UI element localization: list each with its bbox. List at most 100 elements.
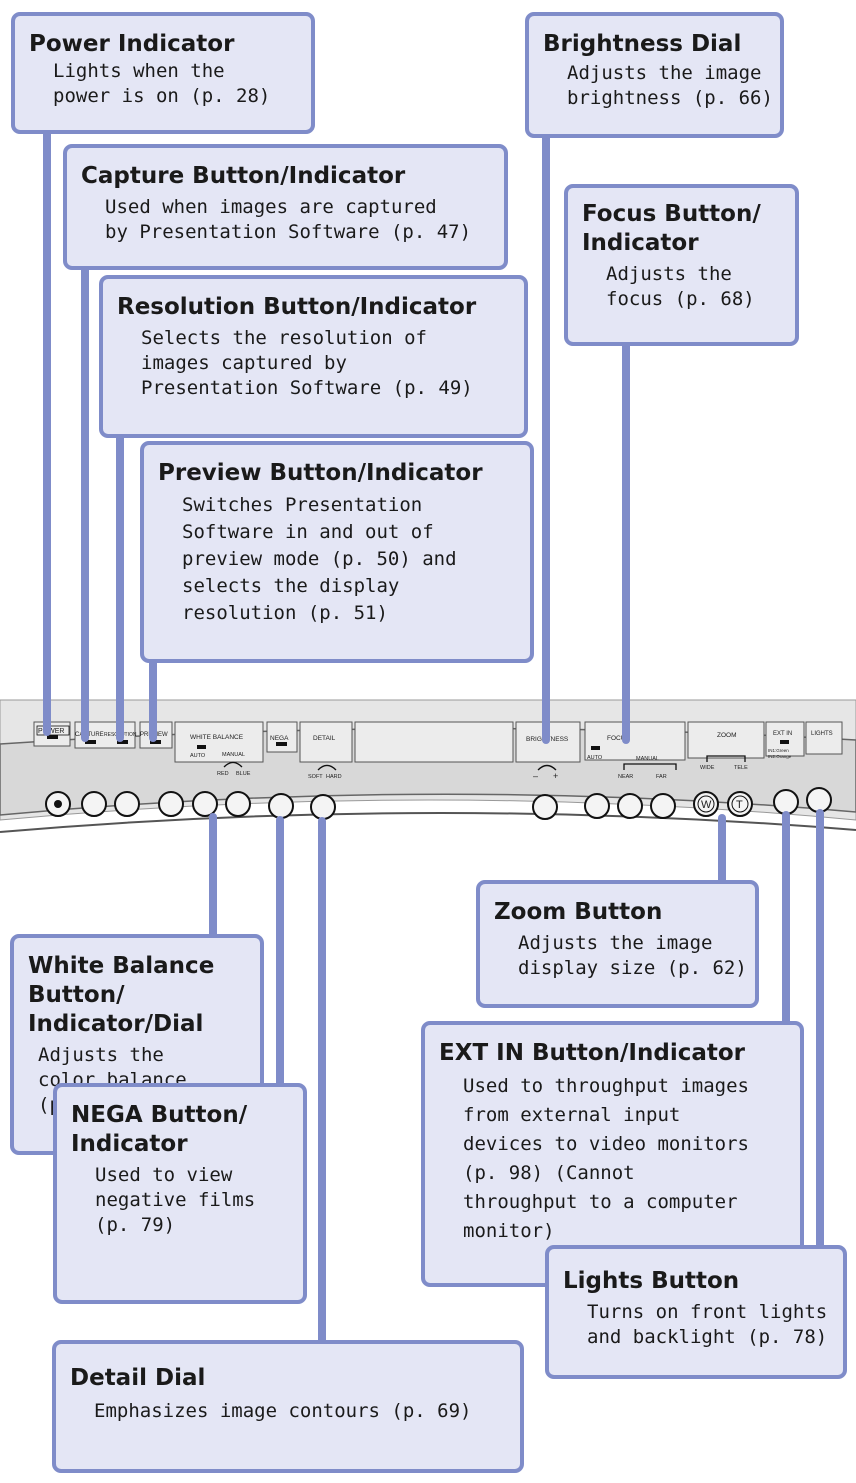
callout-body: Adjusts the focus (p. 68) [606,263,755,310]
panel-label-lights: LIGHTS [811,731,833,737]
callout-body: Adjusts the image display size (p. 62) [518,932,747,979]
panel-label-power: POWER [38,728,64,735]
callout-title: Focus Button/ Indicator [582,201,761,256]
callout-title: Power Indicator [29,31,235,57]
panel-label-white-balance: WHITE BALANCE [190,734,244,741]
panel-block-nega [266,721,298,753]
callout-title: NEGA Button/ Indicator [71,1102,248,1157]
focus-auto-led [591,746,600,750]
callout-body: Adjusts the image brightness (p. 66) [567,62,773,109]
white-balance-button-left[interactable] [192,791,218,817]
callout-focus-button: Focus Button/ Indicator Adjusts the focu… [564,184,799,346]
panel-block-blank [354,721,514,763]
panel-label-wide: WIDE [700,765,715,771]
zoom-tele-inner [731,795,749,813]
panel-label-nega: NEGA [270,735,289,742]
panel-label-near: NEAR [618,774,633,780]
brightness-dial-arc [537,764,557,771]
callout-lights-button: Lights Button Turns on front lights and … [545,1245,847,1379]
callout-title: Preview Button/Indicator [158,460,483,486]
panel-edge [0,812,856,833]
nega-button[interactable] [268,793,294,819]
panel-block-focus [584,721,686,761]
callout-title: Resolution Button/Indicator [117,294,477,320]
callout-nega-button: NEGA Button/ Indicator Used to view nega… [53,1083,307,1304]
panel-block-detail [299,721,353,763]
focus-button-middle[interactable] [617,793,643,819]
preview-button[interactable] [158,791,184,817]
panel-label-zoom: ZOOM [717,732,737,739]
zoom-w-letter: W [701,799,712,811]
zoom-bracket [706,755,746,762]
panel-block-ext-in [765,721,805,757]
capture-button[interactable] [81,791,107,817]
callout-body: Selects the resolution of images capture… [141,327,473,399]
callout-body: Turns on front lights and backlight (p. … [587,1301,828,1348]
callout-body: Switches Presentation Software in and ou… [182,494,457,624]
white-balance-button-right[interactable] [225,791,251,817]
brightness-dial-button[interactable] [532,794,558,820]
focus-button-left[interactable] [584,793,610,819]
zoom-t-letter: T [736,799,743,811]
callout-title: Brightness Dial [543,31,742,57]
panel-label-minus: – [533,771,538,781]
callout-body: Lights when the power is on (p. 28) [53,60,271,107]
ext-in-indicator-led [780,740,789,744]
callout-body: Used to throughput images from external … [463,1075,749,1242]
callout-title: Zoom Button [494,899,663,925]
callout-title: EXT IN Button/Indicator [439,1040,745,1066]
callout-title: Lights Button [563,1268,740,1294]
callout-preview-button: Preview Button/Indicator Switches Presen… [140,441,534,663]
resolution-indicator-led [117,740,128,744]
callout-detail-dial: Detail Dial Emphasizes image contours (p… [52,1340,524,1473]
callout-body: Emphasizes image contours (p. 69) [94,1400,472,1422]
capture-indicator-led [85,740,96,744]
panel-label-in2: IN2:Orange [768,754,792,759]
panel-label-wb-manual: MANUAL [222,752,245,758]
lights-button[interactable] [806,787,832,813]
panel-label-focus: FOCUS [607,735,630,742]
focus-manual-bracket [623,763,677,770]
panel-label-focus-auto: AUTO [587,755,603,761]
panel-label-tele: TELE [734,765,748,771]
power-button-dot [54,800,62,808]
zoom-wide-inner [697,795,715,813]
detail-dial-arc [317,764,337,771]
panel-label-plus: + [553,771,558,781]
panel-label-far: FAR [656,774,667,780]
callout-brightness-dial: Brightness Dial Adjusts the image bright… [525,12,784,138]
detail-dial-button[interactable] [310,794,336,820]
callout-title: Capture Button/Indicator [81,163,406,189]
ext-in-button[interactable] [773,789,799,815]
panel-label-in1: IN1:Green [768,748,789,753]
panel-block-zoom [687,721,765,759]
preview-indicator-led [150,740,161,744]
callout-title: Detail Dial [70,1365,206,1391]
panel-label-focus-manual: MANUAL [636,756,659,762]
callout-title: White Balance Button/ Indicator/Dial [28,953,215,1037]
panel-label-hard: HARD [326,774,342,780]
focus-button-right[interactable] [650,793,676,819]
callout-zoom-button: Zoom Button Adjusts the image display si… [476,880,759,1008]
panel-block-white-balance [174,721,264,763]
panel-label-soft: SOFT [308,774,323,780]
panel-label-detail: DETAIL [313,735,336,742]
callout-resolution-button: Resolution Button/Indicator Selects the … [99,275,528,438]
callout-body: Used to view negative films (p. 79) [95,1164,256,1236]
callout-body: Used when images are captured by Present… [105,196,472,243]
callout-capture-button: Capture Button/Indicator Used when image… [63,144,508,270]
resolution-button[interactable] [114,791,140,817]
callout-ext-in-button: EXT IN Button/Indicator Used to throughp… [421,1021,804,1287]
white-balance-dial-arc [223,761,243,768]
panel-label-ext-in: EXT IN [773,731,792,737]
panel-block-lights [805,721,843,755]
panel-label-capture: CAPTURE [75,732,104,738]
panel-label-blue: BLUE [236,771,251,777]
callout-power-indicator: Power Indicator Lights when the power is… [11,12,315,134]
power-indicator-led [47,735,58,739]
nega-indicator-led [276,742,287,746]
panel-label-wb-auto: AUTO [190,753,206,759]
white-balance-auto-led [197,745,206,749]
panel-label-red: RED [217,771,229,777]
